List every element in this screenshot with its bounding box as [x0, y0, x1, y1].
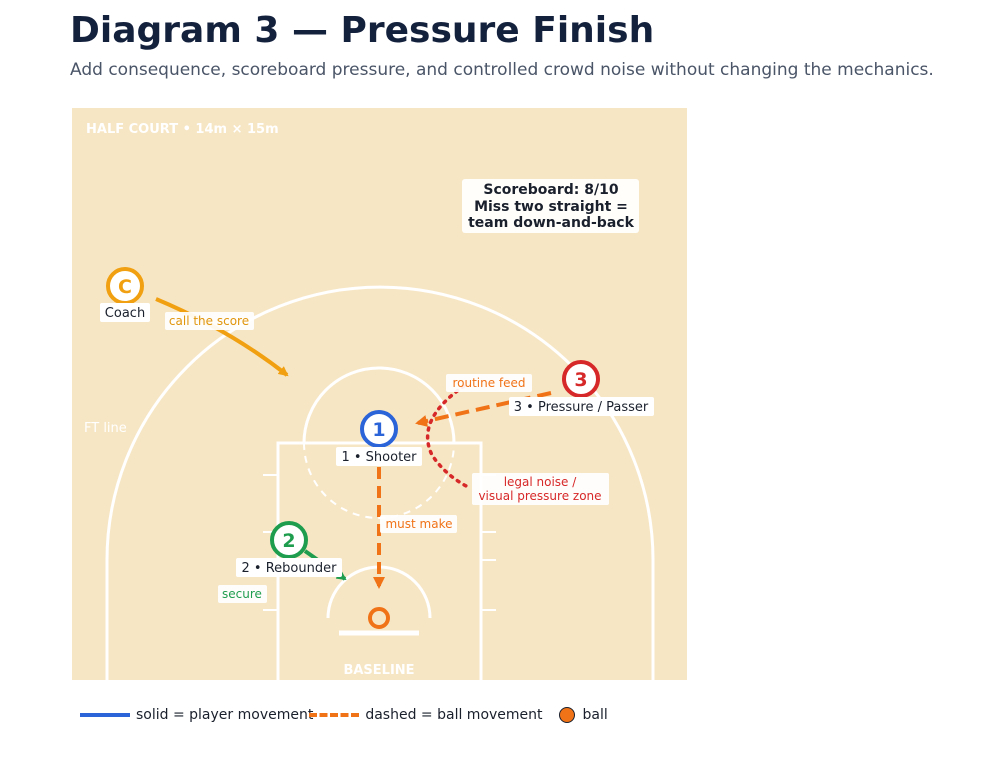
noise-zone-annotation: legal noise / visual pressure zone	[472, 473, 609, 505]
svg-text:visual pressure zone: visual pressure zone	[478, 489, 601, 503]
scoreboard-rule: Miss two straight =	[474, 199, 628, 215]
passer-label: 3 • Pressure / Passer	[514, 400, 649, 415]
legend-ball-movement: dashed = ball movement	[309, 707, 543, 723]
scoreboard-score: Scoreboard: 8/10	[483, 182, 618, 198]
secure-annotation: secure	[218, 585, 267, 603]
hoop	[368, 607, 390, 629]
scoreboard: Scoreboard: 8/10 Miss two straight = tea…	[462, 179, 639, 233]
svg-text:call the score: call the score	[169, 314, 249, 328]
svg-text:secure: secure	[222, 587, 262, 601]
dashed-line-swatch	[309, 713, 360, 717]
page-subtitle: Add consequence, scoreboard pressure, an…	[70, 60, 934, 80]
ft-line-label: FT line	[84, 421, 127, 436]
routine-feed-annotation: routine feed	[446, 374, 532, 392]
coach-movement-arrow	[155, 297, 289, 377]
free-throw-circle-bottom	[303, 442, 455, 519]
court-size-label: HALF COURT • 14m × 15m	[86, 122, 279, 137]
ball-icon	[558, 707, 575, 723]
legend-ball-label: ball	[582, 707, 608, 723]
shooter-marker: 1 1 • Shooter	[336, 410, 422, 466]
legend-player-movement: solid = player movement	[80, 707, 313, 723]
rebounder-label: 2 • Rebounder	[242, 561, 338, 576]
legend-solid-label: solid = player movement	[136, 707, 314, 723]
legend: solid = player movement dashed = ball mo…	[80, 704, 608, 726]
baseline-label: BASELINE	[343, 663, 414, 678]
free-throw-circle-top	[302, 366, 456, 444]
svg-text:must make: must make	[385, 517, 452, 531]
legend-ball: ball	[558, 707, 608, 723]
passer-number: 3	[574, 369, 587, 391]
must-make-annotation: must make	[380, 515, 457, 533]
scoreboard-consequence: team down-and-back	[468, 215, 634, 231]
passer-marker: 3 3 • Pressure / Passer	[509, 360, 654, 416]
shooter-number: 1	[372, 419, 385, 441]
legend-dashed-label: dashed = ball movement	[365, 707, 543, 723]
svg-text:legal noise /: legal noise /	[504, 475, 578, 489]
page-title: Diagram 3 — Pressure Finish	[70, 10, 655, 51]
coach-initial: C	[118, 276, 132, 298]
shooter-label: 1 • Shooter	[341, 450, 417, 465]
call-the-score-annotation: call the score	[165, 312, 254, 330]
rebounder-number: 2	[282, 530, 295, 552]
svg-text:routine feed: routine feed	[452, 376, 525, 390]
noise-zone-arc	[425, 384, 470, 489]
three-point-line	[105, 285, 655, 680]
coach-marker: C Coach	[100, 267, 150, 322]
solid-line-swatch	[80, 713, 130, 717]
rebounder-marker: 2 2 • Rebounder	[236, 521, 342, 577]
coach-label: Coach	[105, 306, 145, 321]
